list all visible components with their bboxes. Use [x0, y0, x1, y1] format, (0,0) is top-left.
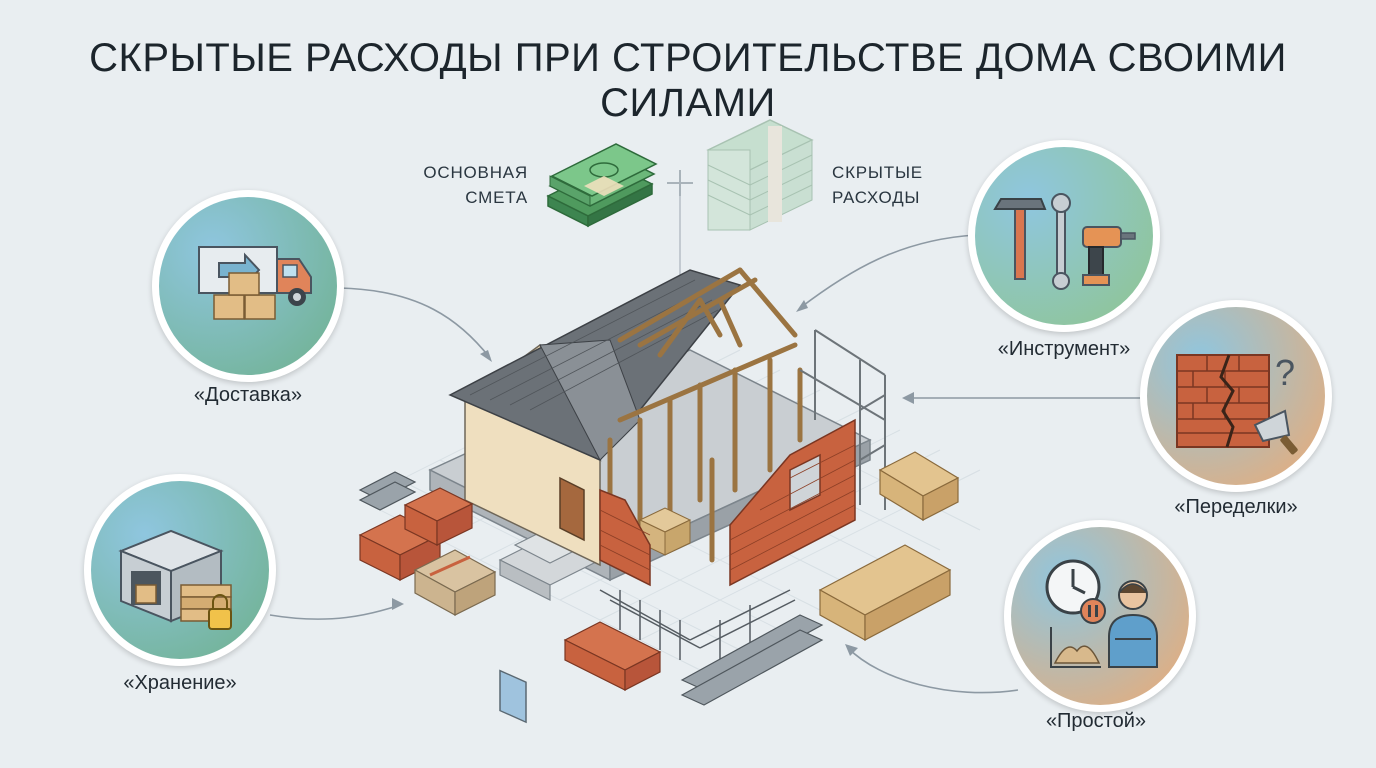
rebar-foundation [599, 589, 796, 660]
tools-label: «Инструмент» [997, 338, 1131, 360]
cracked-brick-wall-icon: ? [1176, 352, 1298, 455]
timber-frame [607, 267, 803, 563]
brick-wall-unfinished [599, 418, 856, 587]
delivery-truck-icon [198, 246, 312, 320]
material-pallet [638, 507, 692, 556]
legend-hidden-line-1: СКРЫТЫЕ [832, 163, 923, 182]
legend-hidden-line-2: РАСХОДЫ [832, 188, 921, 207]
storage-badge [84, 474, 276, 666]
door [559, 476, 585, 542]
cash-stack-icon [706, 119, 814, 231]
arrowheads [392, 300, 914, 656]
clock-pause-worker-icon [1045, 559, 1158, 668]
house-finished-section [448, 269, 742, 724]
delivery-badge [152, 190, 344, 382]
cash-bundle-icon [546, 143, 658, 228]
connector-arrows [269, 234, 1140, 694]
downtime-label: «Простой» [1045, 710, 1147, 732]
rework-badge: ? [1140, 300, 1332, 492]
hammer-wrench-drill-icon [993, 193, 1136, 290]
downtime-badge [1004, 520, 1196, 712]
window [499, 669, 527, 724]
steel-profiles [358, 471, 824, 706]
legend-main-estimate: ОСНОВНАЯ СМЕТА [408, 160, 528, 210]
cement-bags [413, 549, 497, 617]
delivery-label: «Доставка» [193, 384, 303, 406]
storage-label: «Хранение» [123, 672, 237, 694]
legend-main-line-1: ОСНОВНАЯ [423, 163, 528, 182]
tools-badge [968, 140, 1160, 332]
legend-hidden-costs: СКРЫТЫЕ РАСХОДЫ [832, 160, 952, 210]
plus-icon [667, 170, 693, 196]
page-title: СКРЫТЫЕ РАСХОДЫ ПРИ СТРОИТЕЛЬСТВЕ ДОМА С… [89, 36, 1287, 125]
storage-container-lock-icon [118, 529, 232, 630]
legend-main-line-2: СМЕТА [465, 188, 528, 207]
scaffolding [799, 329, 886, 510]
rework-label: «Переделки» [1174, 496, 1298, 518]
svg-text:?: ? [1275, 352, 1295, 393]
lumber-stack [818, 451, 960, 642]
brick-pallet [358, 487, 662, 691]
